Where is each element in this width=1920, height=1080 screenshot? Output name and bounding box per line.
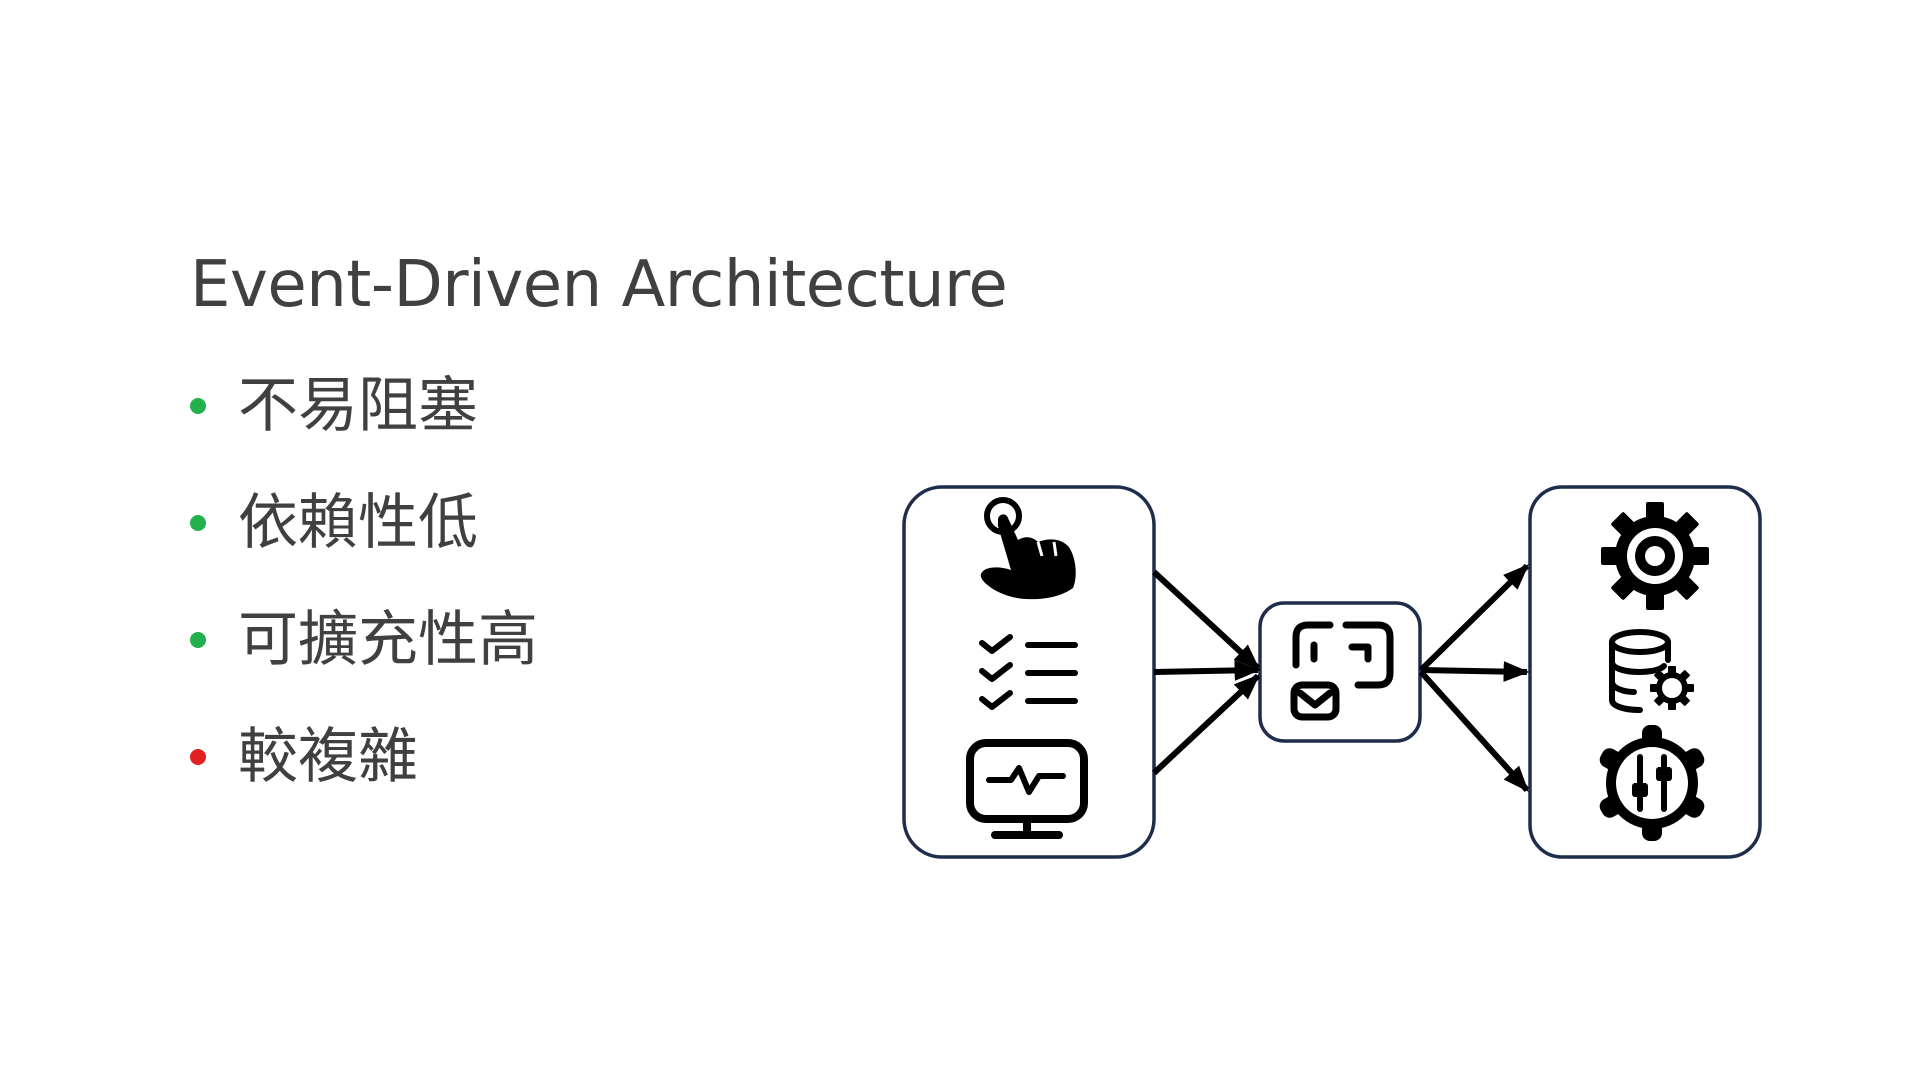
bullet-item: 可擴充性高 (190, 602, 538, 719)
database-gear-icon (1609, 629, 1694, 713)
bullet-item: 較複雜 (190, 719, 538, 836)
arrows-to-broker (1151, 569, 1261, 776)
tap-hand-icon (980, 497, 1076, 600)
bullet-dot (190, 398, 206, 414)
checklist-icon (979, 634, 1078, 710)
consumers-box (1528, 485, 1762, 859)
slide-title: Event-Driven Architecture (190, 248, 1008, 322)
bullet-item: 不易阻塞 (190, 368, 538, 485)
bullet-dot (190, 749, 206, 765)
bullet-dot (190, 515, 206, 531)
gear-settings-icon (1599, 725, 1705, 841)
bullet-dot (190, 632, 206, 648)
bullet-text: 較複雜 (238, 722, 418, 792)
arrow (1151, 569, 1261, 671)
bullet-text: 不易阻塞 (238, 371, 478, 441)
arrows-to-consumers (1418, 563, 1530, 793)
arrow (1418, 669, 1530, 793)
bullet-text: 可擴充性高 (238, 605, 538, 675)
arrow (1418, 563, 1530, 673)
arrow (1420, 661, 1530, 682)
bullet-list: 不易阻塞 依賴性低 可擴充性高 較複雜 (190, 368, 538, 836)
arrow (1151, 673, 1261, 776)
bullet-text: 依賴性低 (238, 488, 478, 558)
broker-box (1258, 601, 1422, 743)
producers-box (902, 485, 1156, 859)
monitor-pulse-icon (966, 739, 1088, 839)
gear-icon (1601, 502, 1709, 610)
arrow (1153, 660, 1261, 681)
message-broker-icon (1290, 621, 1394, 721)
bullet-item: 依賴性低 (190, 485, 538, 602)
